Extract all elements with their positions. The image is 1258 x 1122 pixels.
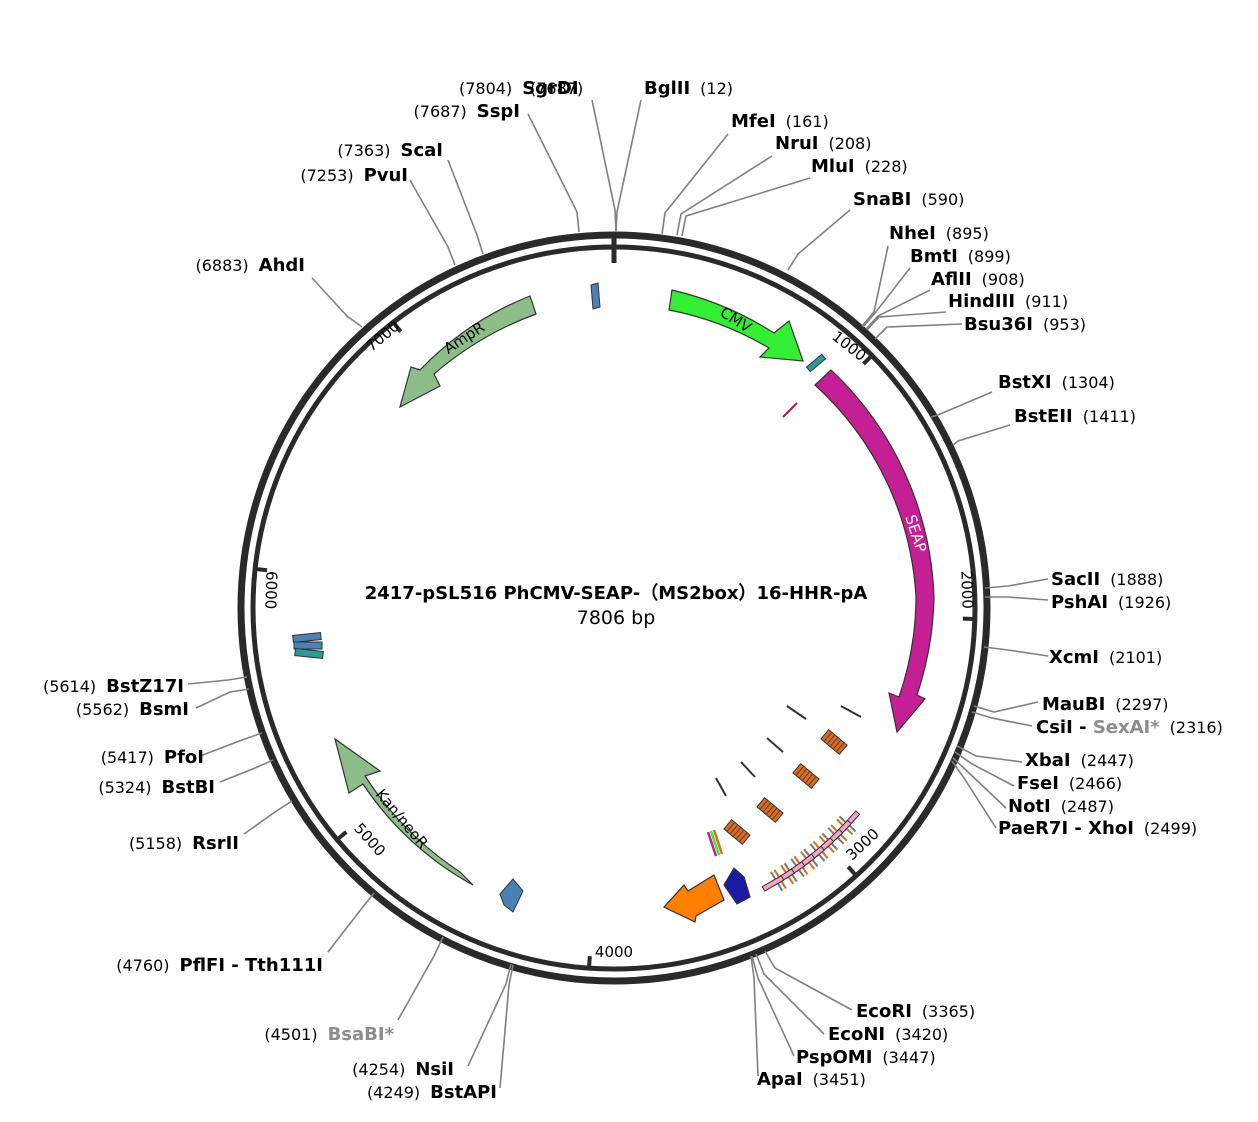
ms2box-hatch [807,776,817,787]
ms2box-repeat-region [706,705,862,892]
enzyme-site[interactable]: (7687)SspI [414,101,520,122]
enzyme-site[interactable]: SacII(1888) [1051,569,1163,590]
ms2box-hatch [804,773,814,784]
enzyme-site[interactable]: (7253)PvuI [300,165,408,186]
plasmid-title-block: 2417-pSL516 PhCMV-SEAP-（MS2box）16-HHR-pA… [365,583,868,629]
ms2box-hatch [729,824,739,835]
small-feature-left-stack[interactable] [292,632,324,659]
enzyme-site[interactable]: (7687) [530,79,583,98]
ms2box-hatch [768,807,778,818]
enzyme-site[interactable]: MluI(228) [811,156,908,177]
ms2box-hatch [759,799,769,810]
enzyme-site[interactable]: EcoRI(3365) [856,1001,975,1022]
enzyme-site[interactable]: (4254)NsiI [352,1059,454,1080]
mini-feature-line [706,831,718,857]
tick-label-6000: 6000 [261,571,280,610]
enzyme-site[interactable]: XbaI(2447) [1025,750,1134,771]
ms2box-hatch [835,742,845,753]
enzyme-site[interactable]: PshAI(1926) [1051,592,1171,613]
mini-feature-line [712,829,724,855]
ms2-dash [740,761,756,778]
kozak-marker [782,353,827,418]
ms2box-hatch [732,827,742,837]
ms2-dash [786,705,807,720]
ms2box-hatch [738,832,748,843]
tick-mark [391,321,403,333]
ms2-dash [766,737,784,753]
tick-mark [846,865,858,878]
enzyme-site[interactable]: BstXI(1304) [998,372,1115,393]
enzyme-site[interactable]: NruI(208) [775,133,871,154]
plasmid-name: 2417-pSL516 PhCMV-SEAP-（MS2box）16-HHR-pA [365,583,868,604]
seap-gene-arrow[interactable] [814,369,935,734]
ms2box-hatch [765,805,775,815]
enzyme-site[interactable]: FseI(2466) [1017,773,1122,794]
enzyme-site[interactable]: HindIII(911) [948,291,1068,312]
enzyme-site[interactable]: (5324)BstBI [98,777,215,798]
enzyme-site[interactable]: XcmI(2101) [1049,647,1162,668]
ms2box-hatch [823,731,833,742]
enzyme-site[interactable]: PaeR7I - XhoI(2499) [998,818,1197,839]
ms2-dash [715,777,727,797]
enzyme-site[interactable]: EcoNI(3420) [828,1024,948,1045]
small-feature-bottom[interactable] [499,878,524,913]
tick-label-4000: 4000 [595,943,633,961]
feature-layer [292,282,935,923]
enzyme-site[interactable]: (7804)SgrDI [459,78,579,99]
enzyme-site[interactable]: MfeI(161) [731,111,829,132]
tick-label-2000: 2000 [957,570,976,609]
enzyme-site[interactable]: (4249)BstAPI [367,1082,497,1103]
enzyme-site[interactable]: PspOMI(3447) [796,1047,936,1068]
enzyme-site[interactable]: SnaBI(590) [853,189,964,210]
enzyme-site[interactable]: MauBI(2297) [1042,694,1169,715]
cmv-promoter-arrow[interactable] [668,289,804,362]
ms2box-hatch [832,739,842,750]
small-feature-top[interactable] [590,282,601,310]
plasmid-size: 7806 bp [577,607,656,629]
enzyme-site[interactable]: (5614)BstZ17I [43,676,184,697]
ms2box-hatch [735,829,745,840]
hhr-arrow[interactable] [663,874,725,923]
ms2box-hatch [726,821,736,832]
ms2-stem-loop[interactable] [761,875,785,892]
enzyme-labels-right: (7687) (7804)SgrDI BglII(12) MfeI(161) N… [459,78,1223,1090]
enzyme-site[interactable]: (5562)BsmI [76,699,189,720]
pa-arrow[interactable] [723,867,751,905]
ms2-dash [840,705,862,718]
enzyme-site[interactable]: (4760)PflFI - Tth111I [116,955,323,976]
ms2box-hatch [826,734,836,745]
ms2box-hatch [829,737,839,747]
enzyme-site[interactable]: Bsu36I(953) [964,314,1086,335]
enzyme-site[interactable]: (4501)BsaBI* [264,1024,394,1045]
enzyme-site[interactable]: NheI(895) [889,223,989,244]
tick-mark [586,956,592,969]
enzyme-site[interactable]: CsiI - SexAI*(2316) [1036,717,1223,738]
enzyme-labels-left: (7687)SspI (7363)ScaI (7253)PvuI (6883)A… [43,101,520,1103]
enzyme-site[interactable]: (5158)RsrII [129,833,239,854]
ms2box-hatch [762,802,772,813]
ms2box-hatch [771,810,781,821]
enzyme-site[interactable]: AflII(908) [931,269,1025,290]
tick-mark [254,566,268,573]
ms2box-hatch [795,765,805,776]
enzyme-site[interactable]: (6883)AhdI [195,255,305,276]
ms2box-hatch [798,768,808,779]
enzyme-site[interactable]: BstEII(1411) [1014,406,1136,427]
scale-ticks [254,232,975,969]
tick-mark [335,830,348,842]
tick-label-5000: 5000 [350,819,389,859]
kan-neor-gene-arrow[interactable] [334,737,474,886]
enzyme-site[interactable]: BmtI(899) [910,246,1011,267]
ampr-gene-arrow[interactable] [399,295,537,409]
enzyme-site[interactable]: (7363)ScaI [337,140,443,161]
enzyme-site[interactable]: (5417)PfoI [101,747,204,768]
mini-feature-line [709,830,721,856]
enzyme-leader-lines [187,99,1049,1089]
enzyme-site[interactable]: BglII(12) [644,78,733,99]
enzyme-site[interactable]: ApaI(3451) [757,1069,866,1090]
ms2box-hatch [801,771,811,781]
enzyme-site[interactable]: NotI(2487) [1008,796,1114,817]
tick-mark [862,354,874,366]
